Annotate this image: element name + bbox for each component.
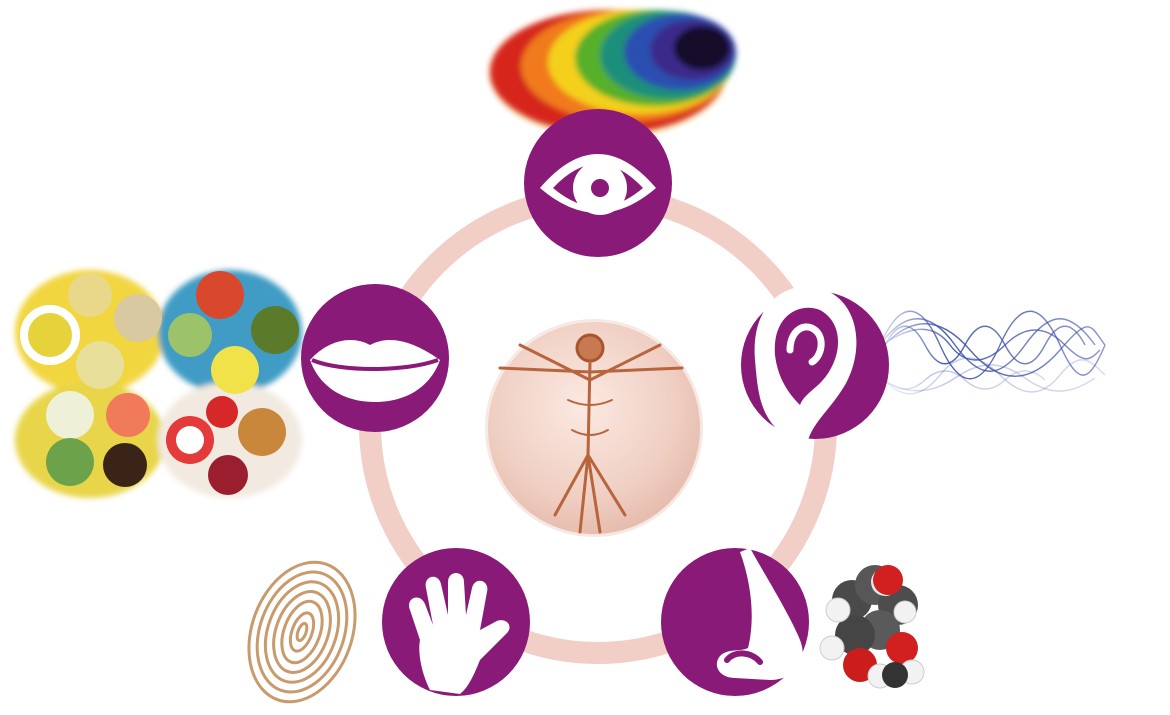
taste-sense	[301, 284, 449, 432]
ear-icon	[754, 286, 857, 440]
food-bowls-image	[15, 270, 302, 498]
color-spectrum-image	[488, 6, 736, 138]
smell-sense	[661, 548, 809, 696]
hearing-sense	[741, 286, 889, 440]
sound-wave-image	[879, 310, 1106, 395]
nose-icon	[716, 548, 803, 680]
fingerprint-image	[247, 560, 357, 704]
lips-icon	[310, 340, 440, 402]
molecule-model-image	[819, 565, 925, 689]
hand-icon	[408, 573, 510, 694]
touch-sense	[382, 548, 530, 696]
vitruvian-man-icon	[484, 318, 704, 538]
sight-sense	[524, 109, 672, 257]
eye-icon	[540, 154, 656, 215]
